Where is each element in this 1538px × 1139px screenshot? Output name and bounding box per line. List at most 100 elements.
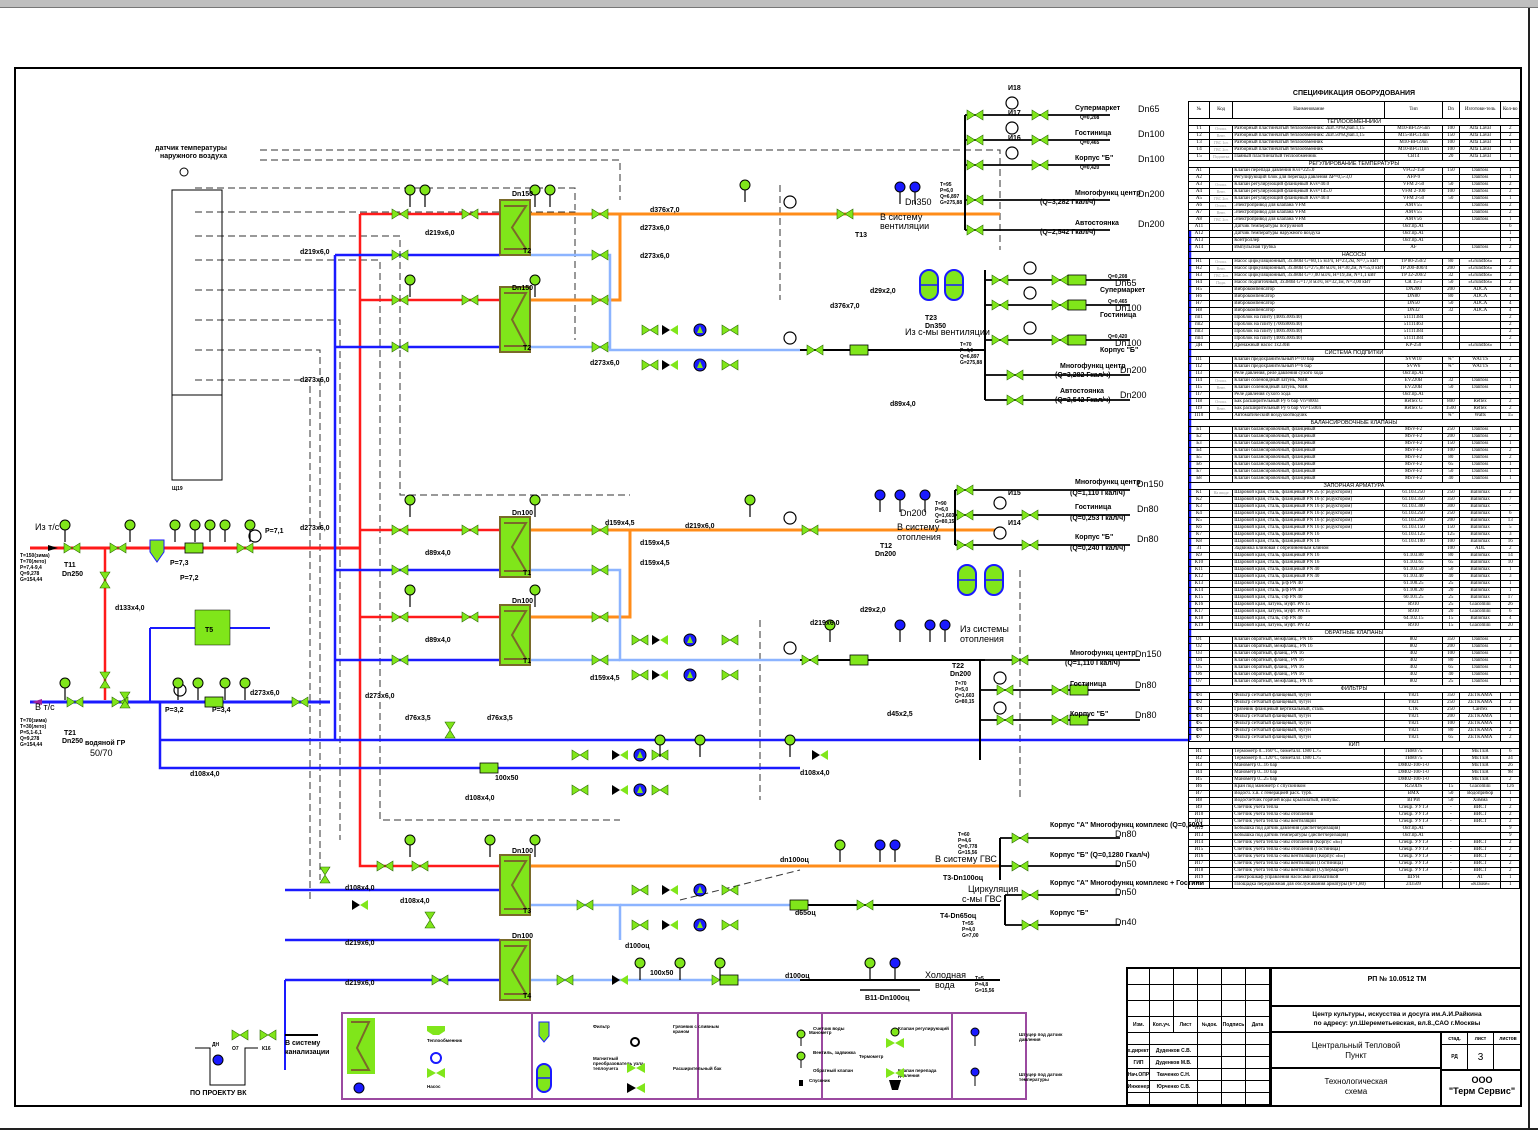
spec-cell: Отопл. <box>1208 258 1234 266</box>
dhw-branch-dn: Dn50 <box>1115 887 1137 897</box>
org-line-2: "Терм Сервис" <box>1448 1086 1516 1096</box>
heat-supply-param: P=6,0 <box>935 507 948 513</box>
spec-cell: И11 <box>1188 818 1210 826</box>
spec-cell <box>1208 230 1234 238</box>
flow-meter-icon <box>1023 321 1037 335</box>
spec-cell <box>1208 804 1234 812</box>
pressure-gauge-icon <box>189 519 201 531</box>
valve-icon <box>721 359 739 371</box>
spec-cell: Разборный пластинчатый теплообменник: 2ш… <box>1232 132 1386 140</box>
spec-cell: На вводе <box>1208 489 1234 497</box>
spec-cell: О1 <box>1188 636 1210 644</box>
spec-cell <box>1208 223 1234 231</box>
revision-header: Изм. <box>1128 1017 1150 1033</box>
dhw-supply-id: Т3-Dn100оц <box>943 875 984 882</box>
spec-cell: Б3 <box>1188 440 1210 448</box>
pressure-gauge-icon <box>204 519 216 531</box>
spec-cell: 40 <box>1441 671 1460 679</box>
control-line <box>195 187 576 210</box>
element <box>504 292 528 347</box>
spec-cell: - <box>1441 846 1460 854</box>
makeup-label: водяной ГР <box>85 739 126 747</box>
spec-cell <box>1208 853 1234 861</box>
spec-cell: П9 <box>1188 405 1210 413</box>
equipment <box>32 96 1089 1086</box>
spec-section-row: КИП <box>1188 741 1520 749</box>
heat-supply-label-2: отопления <box>897 532 941 542</box>
return-outlet-label: В т/с <box>35 702 55 712</box>
return-id: Т21 <box>64 730 76 737</box>
spec-cell: Фильтр сетчатый фланцевый, чугун <box>1232 699 1386 707</box>
spec-cell: Счетчик учета тепла с-мы отопления <box>1232 811 1386 819</box>
spec-cell: 1 <box>1500 139 1520 147</box>
revision-cell <box>1222 969 1246 985</box>
spec-cell <box>1441 776 1460 784</box>
spec-cell: Спецр. УУТЭ <box>1384 818 1443 826</box>
spec-cell: 2 <box>1500 335 1520 343</box>
spec-cell: 65 <box>1441 559 1460 567</box>
spec-cell: 61.103.125 <box>1384 531 1443 539</box>
spec-cell: Б8 <box>1188 475 1210 483</box>
spec-cell: ADCA <box>1458 307 1502 315</box>
valve-icon <box>651 784 669 796</box>
spec-cell <box>1441 244 1460 252</box>
valve-icon <box>1011 860 1029 872</box>
spec-cell: Шаровой кран, сталь, фланцевый PN 16 (с … <box>1232 524 1386 532</box>
revision-header: Кол.уч. <box>1150 1017 1174 1033</box>
spec-cell: Danfoss <box>1458 426 1502 434</box>
pipe-size-label: d273x6,0 <box>590 360 620 367</box>
valve-icon <box>591 564 609 576</box>
spec-cell <box>1458 321 1502 329</box>
spec-cell: 100 <box>1441 650 1460 658</box>
element <box>820 750 828 760</box>
spec-cell: Шаровой кран, сталь, фланцевый PN 16 <box>1232 559 1386 567</box>
spec-cell: Шаровой кран, сталь, фланцевый PN 16 (с … <box>1232 510 1386 518</box>
spec-cell: 61.103.150 <box>1384 524 1443 532</box>
spec-cell: П7 <box>1188 391 1210 399</box>
spec-cell: 1 <box>1500 706 1520 714</box>
revision-header: Дата <box>1246 1017 1270 1033</box>
spec-cell: Разборный пластинчатый теплообменник: 2ш… <box>1232 125 1386 133</box>
spec-cell <box>1208 293 1234 301</box>
spec-cell: M10-BFG9-5nn <box>1384 125 1443 133</box>
spec-cell: M10-BFG9nn <box>1384 139 1443 147</box>
pipe-size-label: d89x4,0 <box>890 401 916 408</box>
pipe-size-label: d108x4,0 <box>400 898 430 905</box>
heat-exchanger-icon <box>499 286 531 353</box>
pressure-gauge-icon <box>169 519 181 531</box>
spec-cell: Клапан обратный, межфланц., PN 16 <box>1232 636 1386 644</box>
spec-cell: 250 <box>1441 489 1460 497</box>
legend-label: Штуцер под датчик давления <box>1019 1032 1063 1042</box>
spec-cell: Окт.пр.АТ <box>1384 391 1443 399</box>
spec-cell <box>1458 825 1502 833</box>
spec-cell: И19 <box>1188 874 1210 882</box>
sheets-label: листов <box>1494 1033 1522 1045</box>
spec-cell: И17 <box>1188 860 1210 868</box>
spec-cell: Клапан обратный, фланц., PN 16 <box>1232 671 1386 679</box>
spec-cell <box>1208 566 1234 574</box>
spec-cell: DM02-100-1-0 <box>1384 762 1443 770</box>
pipe-size-label: d376x7,0 <box>830 303 860 310</box>
revision-cell <box>1150 985 1174 1001</box>
spec-cell <box>1208 811 1234 819</box>
spec-cell: Клапан обратный, межфланц., PN 16 <box>1232 643 1386 651</box>
spec-cell <box>1208 846 1234 854</box>
pressure-gauge-icon <box>634 957 646 969</box>
makeup-label-2: 50/70 <box>90 748 113 758</box>
staff-signature <box>1198 1069 1222 1081</box>
spec-cell: Ballomax <box>1458 538 1502 546</box>
spec-cell: Клапан балансировочный, фланцевый <box>1232 475 1386 483</box>
check-valve-icon <box>612 975 620 985</box>
